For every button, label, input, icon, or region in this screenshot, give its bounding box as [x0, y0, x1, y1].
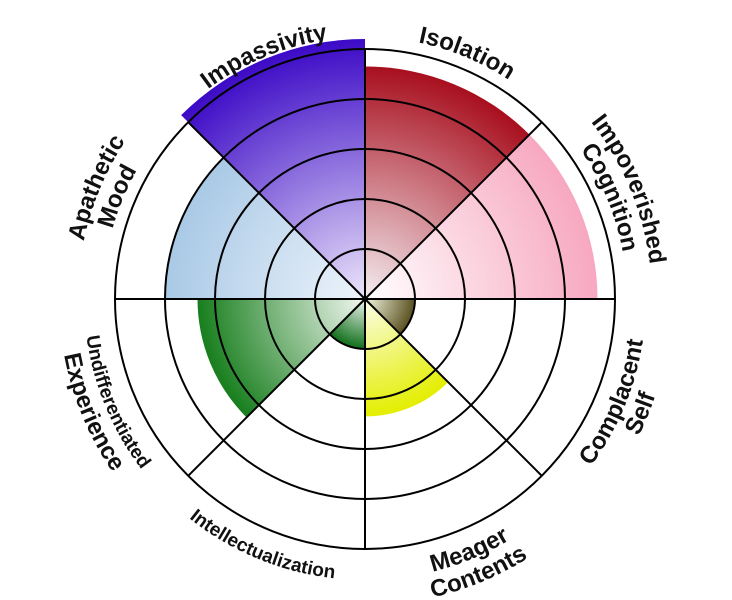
grid-spoke: [364, 121, 543, 300]
wedge-intellectualization: [329, 299, 365, 349]
wedge-apathetic-mood: [165, 157, 365, 299]
wedge-complacent-self: [365, 299, 415, 335]
grid-spoke: [187, 121, 366, 300]
wedge-layer: [165, 39, 598, 418]
grid-spoke: [187, 298, 366, 477]
wedge-impoverished-cognition: [365, 134, 598, 299]
category-label: Isolation: [417, 22, 520, 85]
grid-layer: [114, 48, 616, 550]
wedge-undifferentiated-experience: [197, 299, 365, 418]
grid-spoke: [364, 298, 543, 477]
wedge-meager-contents: [365, 299, 449, 417]
wedge-isolation: [365, 66, 530, 299]
